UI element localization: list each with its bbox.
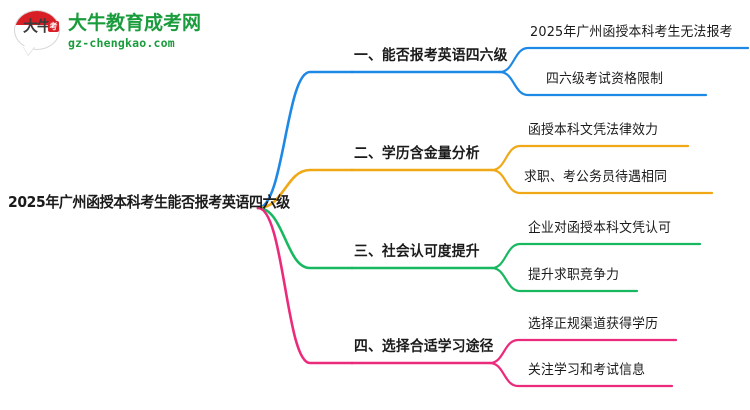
leaf-label-3-2[interactable]: 提升求职竞争力 <box>528 267 620 283</box>
leaf-label-3-1[interactable]: 企业对函授本科文凭认可 <box>528 220 672 236</box>
brand-name: 大牛教育成考网 <box>68 12 202 34</box>
leaf-label-4-2[interactable]: 关注学习和考试信息 <box>528 362 646 378</box>
branch-label-3[interactable]: 三、社会认可度提升 <box>354 244 480 260</box>
root-node-label[interactable]: 2025年广州函授本科考生能否报考英语四六级 <box>8 193 290 211</box>
connector-branch-3 <box>256 206 702 293</box>
leaf-label-4-1[interactable]: 选择正规渠道获得学历 <box>528 316 659 332</box>
branch-label-2[interactable]: 二、学历含金量分析 <box>354 146 480 162</box>
leaf-label-1-1[interactable]: 2025年广州函授本科考生无法报考 <box>530 24 733 40</box>
leaf-label-2-1[interactable]: 函授本科文凭法律效力 <box>528 122 659 138</box>
logo-bubble-icon: 大牛 考 <box>14 10 62 56</box>
connector-branch-2 <box>256 144 714 210</box>
logo-badge: 考 <box>48 21 59 32</box>
branch-label-4[interactable]: 四、选择合适学习途径 <box>354 339 494 355</box>
leaf-label-1-2[interactable]: 四六级考试资格限制 <box>546 71 664 87</box>
leaf-label-2-2[interactable]: 求职、考公务员待遇相同 <box>524 169 668 185</box>
logo-mark-text: 大牛 <box>22 17 52 35</box>
brand-url: gz-chengkao.com <box>68 36 175 50</box>
connector-branch-1 <box>256 46 750 210</box>
connector-branch-4 <box>256 206 678 388</box>
branch-label-1[interactable]: 一、能否报考英语四六级 <box>354 48 508 64</box>
site-logo: 大牛 考 大牛教育成考网 gz-chengkao.com <box>14 8 204 60</box>
